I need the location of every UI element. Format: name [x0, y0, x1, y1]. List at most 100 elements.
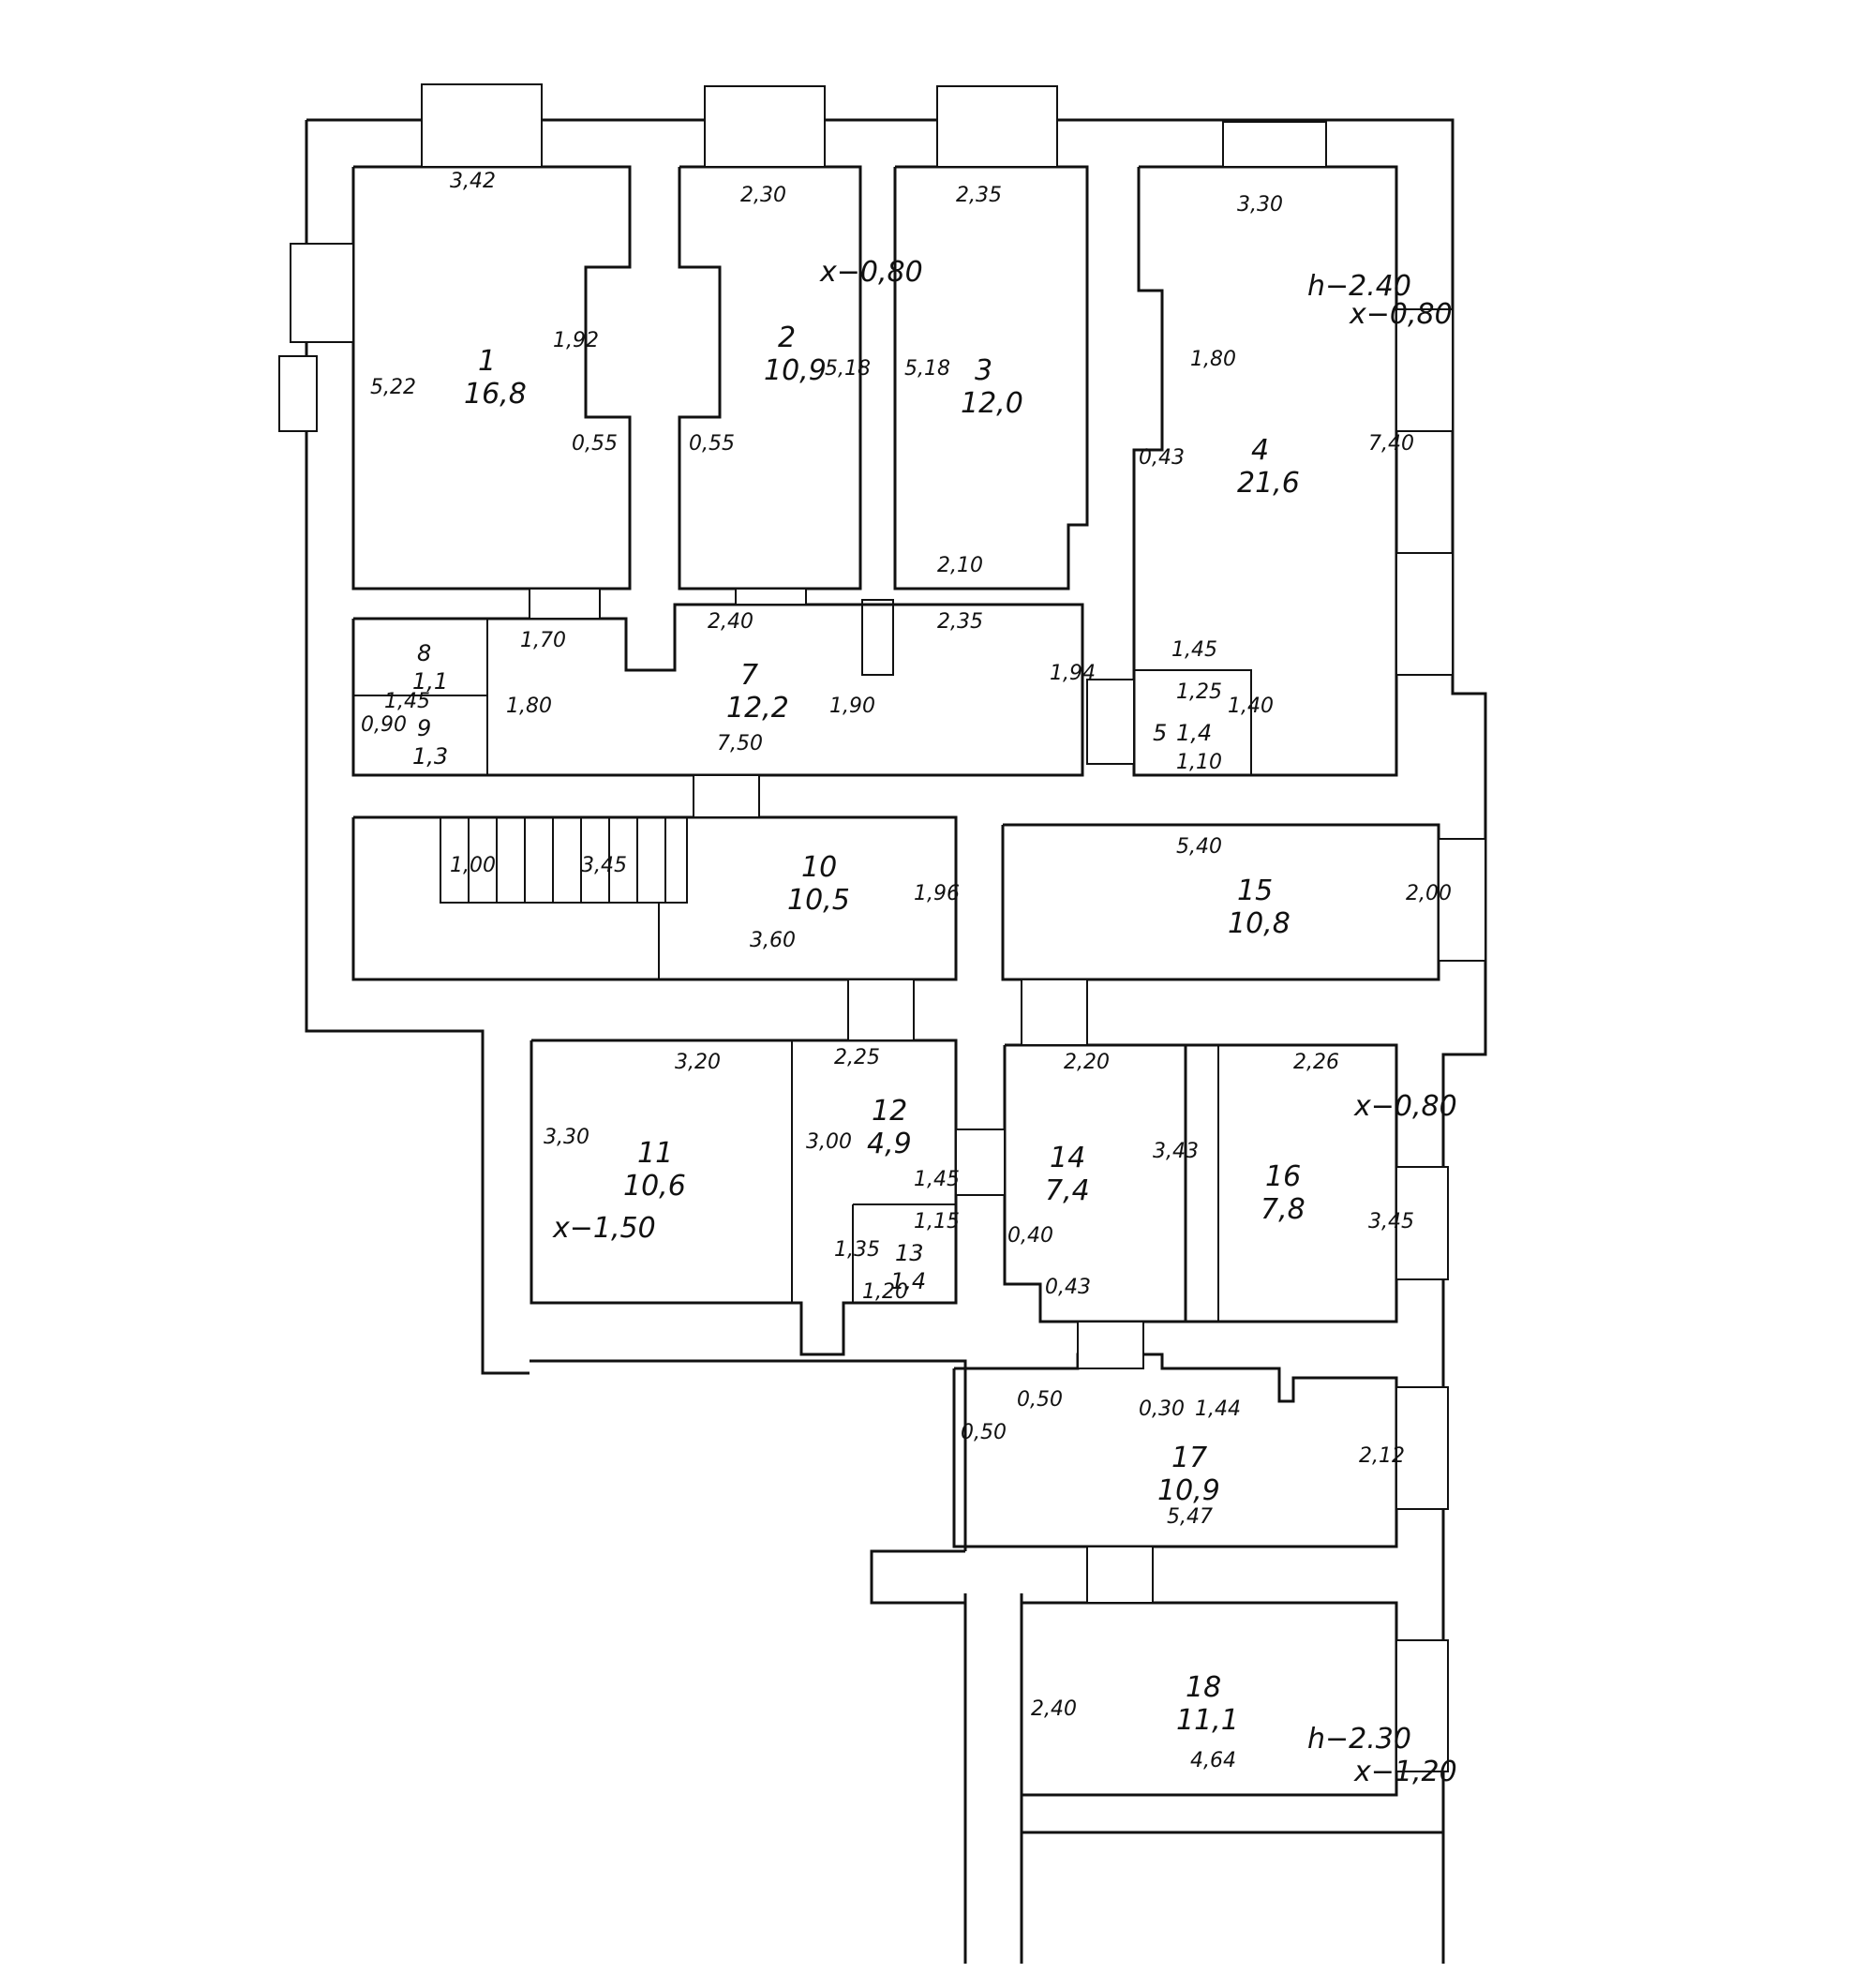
- dim-r14-a: 2,20: [1064, 1051, 1110, 1074]
- window-12: [1395, 1639, 1449, 1772]
- room-17-area: 10,9: [1157, 1474, 1220, 1507]
- dim-r1-right: 1,92: [553, 329, 599, 352]
- dim-r17-c: 0,30: [1139, 1398, 1185, 1421]
- dim-r9-a: 1,45: [384, 690, 430, 713]
- room-8-id: 8: [417, 640, 431, 666]
- dim-r2-right: 5,18: [825, 357, 871, 381]
- dim-r17-d: 1,44: [1195, 1398, 1241, 1421]
- dim-r14-c: 0,40: [1007, 1224, 1053, 1248]
- room-4-id: 4: [1251, 434, 1269, 467]
- room-3-id: 3: [975, 354, 992, 387]
- room-7-id: 7: [740, 659, 758, 692]
- room-2-id: 2: [778, 321, 796, 354]
- doors: [529, 588, 1154, 1604]
- dim-r2-top: 2,30: [740, 184, 786, 207]
- room-5-area: 1,4: [1176, 720, 1212, 746]
- window-8: [1395, 552, 1454, 676]
- dim-r10-c: 1,96: [914, 882, 960, 905]
- room-14-id: 14: [1050, 1142, 1085, 1174]
- dim-r1-top: 3,42: [450, 170, 496, 193]
- window-3: [936, 85, 1058, 168]
- room-12-id: 12: [872, 1095, 907, 1128]
- dim-r5-d: 1,40: [1228, 695, 1274, 718]
- dim-r16-b: 3,45: [1368, 1210, 1414, 1233]
- room-9-area: 1,3: [412, 743, 448, 770]
- dim-r1-left: 5,22: [370, 376, 416, 399]
- room-13-id: 13: [895, 1240, 924, 1266]
- room-1-area: 16,8: [464, 378, 527, 411]
- dim-r12-a: 2,25: [834, 1046, 880, 1069]
- dim-r11-b: 3,30: [544, 1126, 589, 1149]
- dim-r7-a: 1,70: [520, 629, 566, 652]
- dim-r15-b: 2,00: [1406, 882, 1452, 905]
- dim-r10-b: 3,45: [581, 854, 627, 877]
- room-2-area: 10,9: [764, 354, 827, 387]
- dim-r18-b: 4,64: [1190, 1749, 1236, 1772]
- dim-r14-d: 0,43: [1045, 1276, 1091, 1299]
- room-4-area: 21,6: [1237, 467, 1300, 500]
- dim-r5-c: 1,10: [1176, 751, 1222, 774]
- room-8-area: 1,1: [412, 668, 448, 695]
- room-10-id: 10: [801, 851, 837, 884]
- window-11: [1395, 1386, 1449, 1510]
- room-11-area: 10,6: [623, 1170, 686, 1203]
- room-11-id: 11: [637, 1137, 673, 1170]
- room-12-area: 4,9: [867, 1128, 912, 1160]
- dim-r12-b: 3,00: [806, 1130, 852, 1154]
- room-7-area: 12,2: [726, 692, 789, 725]
- dim-r4-notch: 0,43: [1139, 446, 1185, 470]
- room-14-area: 7,4: [1045, 1174, 1090, 1207]
- door-2: [735, 588, 807, 605]
- dim-r16-a: 2,26: [1293, 1051, 1339, 1074]
- dim-r10-a: 1,00: [450, 854, 496, 877]
- dim-r15-a: 5,40: [1176, 835, 1222, 859]
- dim-r4-h: h−2.40: [1307, 270, 1411, 303]
- door-8: [1077, 1321, 1144, 1369]
- door-1: [529, 588, 601, 620]
- dim-r10-d: 3,60: [750, 929, 796, 952]
- door-3: [1086, 679, 1135, 765]
- dimension-labels: 3,42 5,22 1,92 0,55 2,30 0,55 5,18 x−0,8…: [361, 170, 1457, 1788]
- room-3-area: 12,0: [961, 387, 1023, 420]
- room-15-id: 15: [1237, 874, 1273, 907]
- dim-r7-c: 2,35: [937, 610, 983, 634]
- window-6: [278, 355, 318, 432]
- dim-r5-b: 1,25: [1176, 680, 1222, 704]
- dim-r13-c: 1,20: [862, 1280, 908, 1304]
- dim-r7-g: 1,80: [506, 695, 552, 718]
- door-6: [1021, 979, 1088, 1046]
- room-labels: 1 16,8 2 10,9 3 12,0 4 21,6 5 1,4 7 12,2…: [412, 321, 1305, 1737]
- dim-r7-b: 2,40: [708, 610, 753, 634]
- room-5-id: 5: [1153, 720, 1167, 746]
- dim-r17-e: 2,12: [1359, 1444, 1405, 1468]
- dim-r2-x: x−0,80: [819, 256, 923, 289]
- dim-r12-c: 1,45: [914, 1168, 960, 1191]
- door-9: [1086, 1546, 1154, 1604]
- dim-r3-top: 2,35: [956, 184, 1002, 207]
- room-18-area: 11,1: [1176, 1704, 1239, 1737]
- window-1: [421, 83, 543, 168]
- windows: [278, 83, 1486, 1772]
- dim-r7-d: 1,90: [829, 695, 875, 718]
- room-17-id: 17: [1171, 1442, 1207, 1474]
- dim-r13-a: 1,15: [914, 1210, 960, 1233]
- dim-r5-a: 1,45: [1171, 638, 1217, 662]
- dim-r7-e: 1,94: [1050, 662, 1096, 685]
- room-16-id: 16: [1265, 1160, 1301, 1193]
- window-10: [1395, 1166, 1449, 1280]
- dim-r3-bottom: 2,10: [937, 554, 983, 577]
- dim-r14-b: 3,43: [1153, 1140, 1199, 1163]
- window-5: [290, 243, 354, 343]
- dim-r7-f: 7,50: [717, 732, 763, 755]
- room-15-area: 10,8: [1228, 907, 1291, 940]
- door-4: [693, 774, 760, 818]
- dim-r2-left: 0,55: [689, 432, 735, 456]
- dim-r4-left: 1,80: [1190, 348, 1236, 371]
- door-5: [847, 979, 915, 1041]
- dim-r1-notch: 0,55: [572, 432, 618, 456]
- room-13-area: 1,4: [890, 1268, 926, 1294]
- dim-r4-right: 7,40: [1368, 432, 1414, 456]
- staircase: [440, 816, 688, 904]
- dim-r17-f: 5,47: [1167, 1505, 1213, 1529]
